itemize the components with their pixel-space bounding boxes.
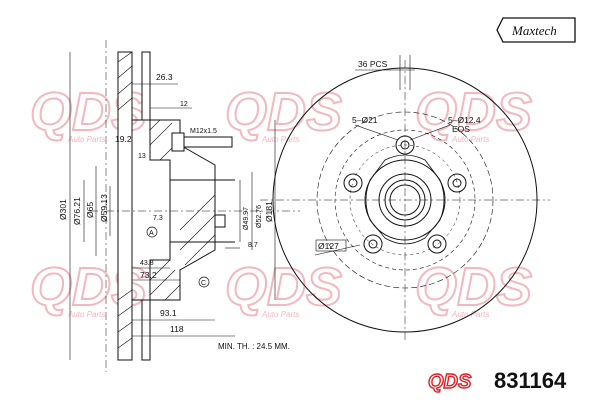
qds-logo: QDS: [428, 371, 472, 393]
hub-section: [132, 119, 216, 301]
watermark-logo: QDS: [225, 82, 342, 142]
dim-93-1: 93.1: [160, 308, 177, 318]
dim-26-3: 26.3: [156, 72, 173, 82]
dim-5-holes: 5–Ø21: [352, 115, 378, 125]
dim-13: 13: [138, 153, 146, 160]
dim-118: 118: [170, 324, 184, 334]
watermark-sub: Auto Parts: [261, 135, 299, 144]
dim-dia-127: Ø127: [318, 241, 339, 251]
brand-logo: Maxtech: [496, 17, 576, 43]
min-thickness-note: MIN. TH. : 24.5 MM.: [218, 342, 290, 351]
dim-dia-76-21: Ø76.21: [72, 197, 82, 225]
dim-m12: M12x1.5: [190, 128, 217, 135]
dim-eqs: EQS: [452, 124, 470, 134]
label-c: C: [201, 280, 206, 287]
dim-43-8: 43.8: [140, 260, 154, 267]
dim-19-2: 19.2: [115, 134, 132, 144]
vane-hatch: [117, 51, 133, 349]
part-number: 831164: [494, 368, 567, 393]
rotor-plate-inner: [141, 51, 151, 121]
dim-dia-49-97: Ø49.97: [243, 207, 250, 230]
label-a: A: [149, 230, 154, 237]
watermark-sub: Auto Parts: [261, 310, 299, 319]
dim-dia-65: Ø65: [85, 202, 95, 218]
dim-7-3: 7.3: [153, 215, 163, 222]
watermark-sub: Auto Parts: [67, 135, 105, 144]
watermark-sub: Auto Parts: [451, 135, 489, 144]
front-view: [260, 55, 550, 340]
part-number-block: QDS 831164: [427, 368, 567, 394]
dim-pcs: 36 PCS: [358, 59, 388, 69]
watermark-logo: QDS: [415, 257, 532, 317]
watermark-sub: Auto Parts: [67, 310, 105, 319]
watermark-logo: QDS: [225, 257, 342, 317]
dimension-lines: [69, 52, 276, 360]
rotor-plate-outer: [117, 51, 133, 361]
dim-73-2: 73.2: [140, 270, 157, 280]
wheel-stud: [171, 132, 185, 152]
dim-dia-52-76: Ø52.76: [256, 205, 263, 228]
dim-8-7: 8.7: [248, 242, 258, 249]
stud-holes: [343, 135, 467, 254]
dim-5-holes-eq: 5–Ø12.4: [448, 115, 481, 125]
dim-dia-181: Ø181: [264, 201, 274, 222]
brand-name: Maxtech: [511, 23, 557, 38]
cross-section-view: [90, 40, 300, 372]
bore-detail: [214, 214, 226, 228]
dim-12: 12: [180, 101, 188, 108]
dim-dia-301: Ø301: [58, 199, 68, 220]
dim-dia-59-13: Ø59.13: [99, 194, 109, 222]
watermark-logo: QDS: [415, 82, 532, 142]
